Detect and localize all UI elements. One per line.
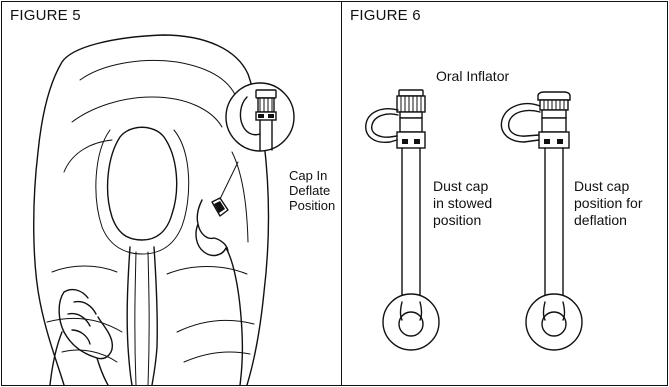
- inflator-deflation-cap: [501, 92, 582, 350]
- stowed-caption-line-1: Dust cap: [433, 178, 492, 195]
- figure-6-panel: FIGURE 6 Oral Inflator: [341, 1, 668, 386]
- callout-line-1: Cap In: [289, 168, 335, 183]
- inflator-stowed-cap: [366, 90, 439, 350]
- right-hand: [196, 200, 242, 385]
- neck-opening: [108, 127, 177, 240]
- callout-line-2: Deflate: [289, 183, 335, 198]
- figure-5-panel: FIGURE 5: [1, 1, 342, 386]
- stowed-caption: Dust cap in stowed position: [433, 178, 492, 229]
- deflation-caption-line-2: position for: [574, 195, 642, 212]
- vest-outline: [34, 35, 269, 385]
- stowed-caption-line-3: position: [433, 212, 492, 229]
- deflation-caption-line-1: Dust cap: [574, 178, 642, 195]
- cap-deflate-callout: Cap In Deflate Position: [289, 168, 335, 213]
- deflation-caption-line-3: deflation: [574, 212, 642, 229]
- stowed-caption-line-2: in stowed: [433, 195, 492, 212]
- callout-line-3: Position: [289, 198, 335, 213]
- deflation-caption: Dust cap position for deflation: [574, 178, 642, 229]
